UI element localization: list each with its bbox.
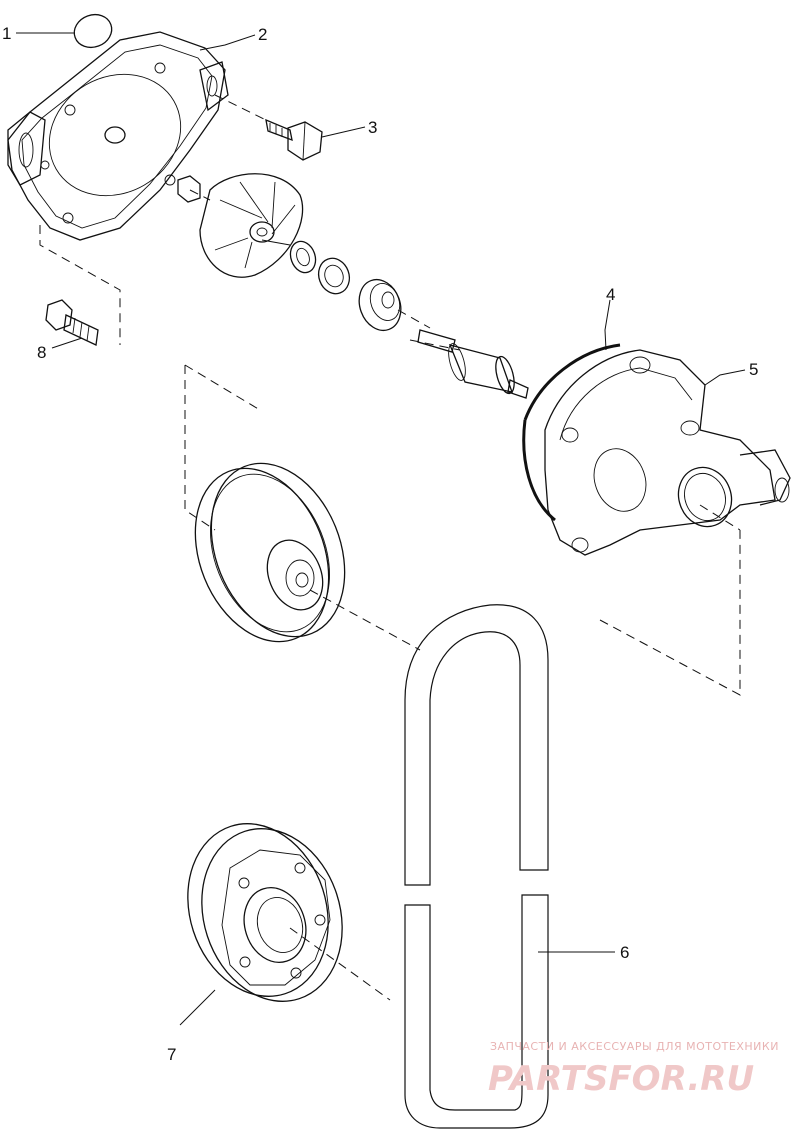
housing-gasket-part bbox=[522, 343, 621, 522]
upper-pulley-part bbox=[194, 462, 346, 643]
callout-5: 5 bbox=[749, 360, 758, 379]
callout-4: 4 bbox=[606, 285, 615, 304]
bolt-part bbox=[265, 118, 323, 161]
watermark-brand: PARTSFOR.RU bbox=[488, 1059, 754, 1099]
pump-shaft-part bbox=[417, 329, 529, 399]
watermark-tagline: ЗАПЧАСТИ И АКСЕССУАРЫ ДЛЯ МОТОТЕХНИКИ bbox=[490, 1040, 779, 1053]
impeller-part bbox=[177, 173, 304, 278]
alignment-lines bbox=[39, 225, 741, 1001]
water-pump-housing-part bbox=[544, 349, 791, 556]
leader-lines bbox=[16, 32, 746, 1026]
pump-cover-part bbox=[7, 31, 229, 241]
callout-8: 8 bbox=[37, 343, 46, 362]
callout-3: 3 bbox=[368, 118, 377, 137]
o-ring-part bbox=[73, 13, 113, 49]
stud-bolt-part bbox=[45, 299, 99, 346]
seal-parts bbox=[289, 240, 402, 332]
callout-6: 6 bbox=[620, 943, 629, 962]
callout-2: 2 bbox=[258, 25, 267, 44]
callout-1: 1 bbox=[2, 24, 11, 43]
callout-7: 7 bbox=[167, 1045, 176, 1064]
watermark: ЗАПЧАСТИ И АКСЕССУАРЫ ДЛЯ МОТОТЕХНИКИ PA… bbox=[488, 1040, 779, 1099]
drive-pulley-part bbox=[187, 823, 343, 1002]
drive-belt-part bbox=[404, 604, 549, 1129]
